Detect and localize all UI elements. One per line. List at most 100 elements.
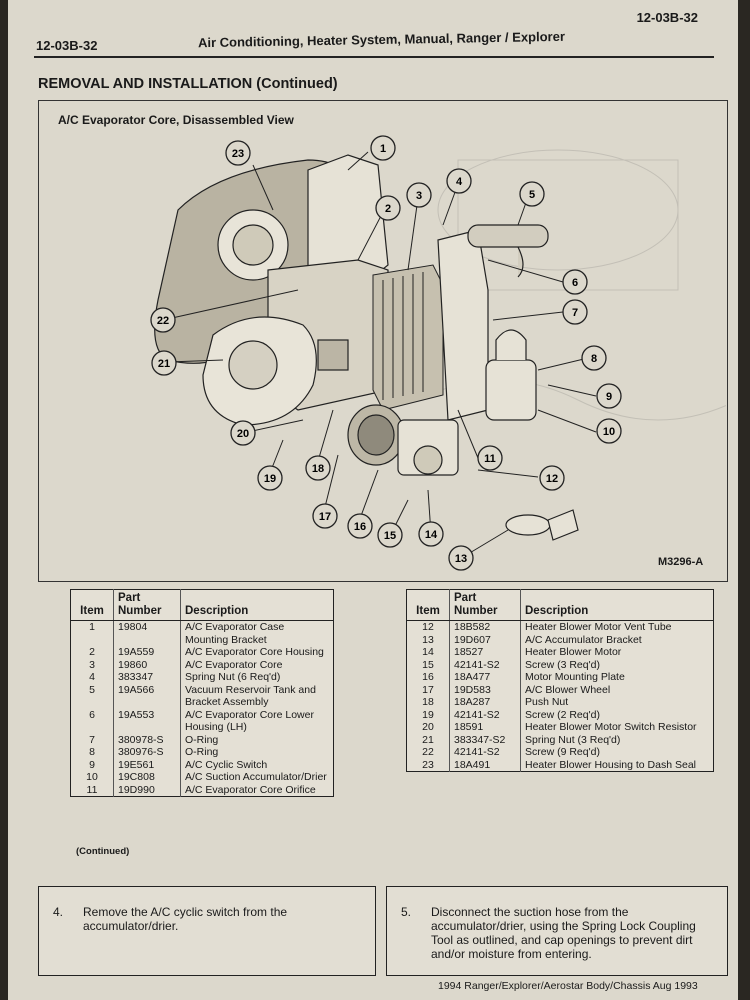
cell-number: 19D583: [449, 683, 521, 696]
accumulator-bracket-drawing: [505, 509, 579, 541]
svg-text:8: 8: [591, 353, 597, 365]
cell-number: 380976-S: [113, 746, 181, 759]
svg-text:23: 23: [232, 148, 244, 160]
col-description: Description: [180, 589, 334, 621]
lower-housing-drawing: [437, 229, 489, 421]
cell-item: 3: [70, 658, 114, 671]
cell-desc: A/C Evaporator Core Orifice: [185, 783, 316, 796]
page-number-left: 12-03B-32: [36, 38, 98, 53]
svg-text:6: 6: [572, 277, 578, 289]
callout-6: [562, 269, 588, 295]
svg-text:20: 20: [237, 428, 249, 440]
cell-desc: A/C Evaporator Core Housing: [185, 646, 324, 658]
cell-desc: Motor Mounting Plate: [525, 671, 625, 683]
cell-desc: Heater Blower Housing to Dash Seal: [525, 758, 697, 771]
figure-code: M3296-A: [658, 556, 704, 568]
cell-number: 383347-S2: [449, 733, 521, 746]
page-footer: 1994 Ranger/Explorer/Aerostar Body/Chass…: [438, 980, 698, 992]
svg-text:5: 5: [529, 189, 535, 201]
callout-9: [596, 383, 622, 409]
procedure-step-4: 4. Remove the A/C cyclic switch from the…: [38, 886, 376, 976]
cell-desc: Heater Blower Motor Switch Resistor: [525, 721, 697, 733]
callout-11: [477, 445, 503, 471]
cell-item: 21: [406, 733, 450, 746]
cell-desc: Push Nut: [525, 696, 569, 708]
cell-desc: A/C Evaporator Core: [185, 658, 283, 671]
callout-circles: [150, 135, 622, 571]
callout-16: [347, 513, 373, 539]
svg-text:2: 2: [385, 203, 391, 215]
cell-item: 8: [70, 746, 114, 759]
cell-item: 22: [406, 746, 450, 759]
callout-7: [562, 299, 588, 325]
svg-text:17: 17: [319, 511, 331, 523]
figure-frame: [38, 100, 728, 582]
callout-3: [406, 182, 432, 208]
cell-item: 18: [406, 696, 450, 709]
callout-23: [225, 140, 251, 166]
svg-text:18: 18: [312, 463, 324, 475]
svg-text:9: 9: [606, 391, 612, 403]
callout-22: [150, 307, 176, 333]
callout-8: [581, 345, 607, 371]
accumulator-drier-drawing: [485, 329, 537, 421]
svg-text:19: 19: [264, 473, 276, 485]
cell-number: 18A477: [449, 671, 521, 684]
cell-number: 18A287: [449, 696, 521, 709]
callout-10: [596, 418, 622, 444]
cell-item: 9: [70, 758, 114, 771]
blower-housing-drawing: [202, 316, 317, 426]
cell-desc: A/C Evaporator Core Lower Housing (LH): [185, 708, 314, 734]
col-description: Description: [520, 589, 714, 621]
cell-number: 19A553: [113, 708, 181, 734]
callout-5: [519, 181, 545, 207]
cell-item: 4: [70, 671, 114, 684]
cell-number: 380978-S: [113, 733, 181, 746]
cell-number: 19E561: [113, 758, 181, 771]
cell-number: 19C808: [113, 771, 181, 784]
cell-number: 18A491: [449, 758, 521, 772]
cell-desc: Vacuum Reservoir Tank and Bracket Assemb…: [185, 683, 316, 709]
cell-item: 17: [406, 683, 450, 696]
cell-item: 1: [70, 620, 114, 646]
callout-labels: 23 1 2 3 4 5 6 7 8 9 10 11 12 13 14 15 1…: [157, 143, 615, 565]
cell-desc: O-Ring: [185, 733, 219, 746]
cell-number: 18527: [449, 646, 521, 659]
callout-14: [418, 521, 444, 547]
svg-text:1: 1: [380, 143, 386, 155]
cell-desc: Spring Nut (3 Req'd): [525, 733, 621, 746]
callout-15: [377, 522, 403, 548]
cell-desc: A/C Evaporator Case Mounting Bracket: [185, 621, 285, 646]
continued-note: (Continued): [76, 846, 130, 857]
cell-desc: A/C Accumulator Bracket: [525, 633, 642, 646]
cell-number: 19D990: [113, 783, 181, 797]
callout-12: [539, 465, 565, 491]
evaporator-core-drawing: [372, 264, 444, 411]
callout-17: [312, 503, 338, 529]
cell-number: 18B582: [449, 620, 521, 634]
cell-item: 7: [70, 733, 114, 746]
step-text: Remove the A/C cyclic switch from the ac…: [83, 905, 288, 933]
col-item: Item: [70, 589, 114, 621]
